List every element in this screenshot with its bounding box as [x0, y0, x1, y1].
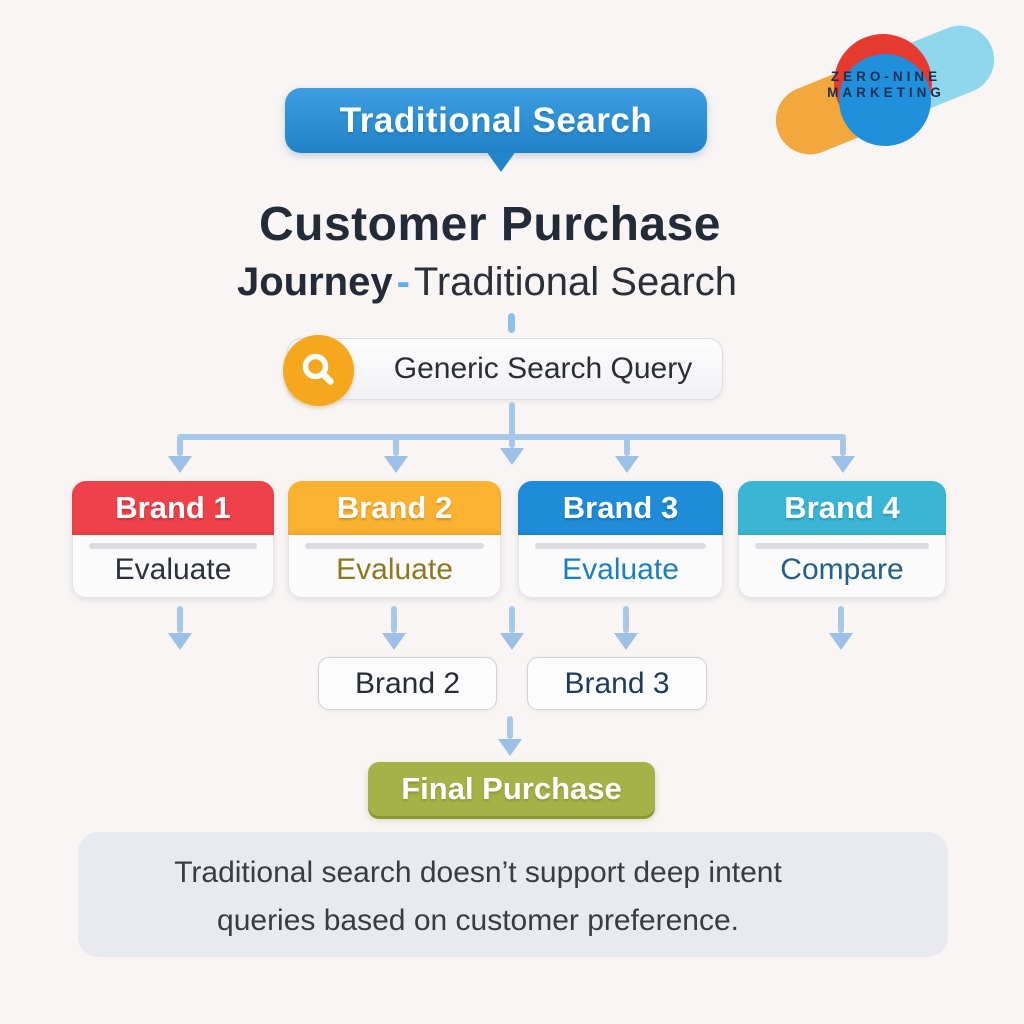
- arrow-from-brand-4: [829, 606, 853, 650]
- connector-title-to-search: [508, 313, 515, 333]
- brand-4-action: Compare: [780, 553, 904, 586]
- arrow-to-brand-3: [615, 436, 639, 473]
- page-title-line-1: Customer Purchase: [259, 198, 721, 251]
- brand-2-card: Brand 2 Evaluate: [288, 481, 501, 598]
- traditional-search-banner: Traditional Search: [285, 88, 707, 153]
- logo-line-1: ZERO-NINE: [830, 69, 942, 84]
- final-purchase-label: Final Purchase: [401, 771, 622, 806]
- brand-2-action: Evaluate: [336, 553, 453, 586]
- shortlist-brand-3-box: Brand 3: [527, 657, 707, 710]
- logo-wordmark: ZERO-NINE MARKETING: [774, 69, 998, 100]
- brand-3-body: Evaluate: [518, 535, 723, 598]
- final-purchase-badge: Final Purchase: [368, 762, 655, 816]
- arrow-from-brand-3: [614, 606, 638, 650]
- brand-1-divider: [89, 543, 257, 549]
- title-separator: -: [396, 260, 410, 304]
- footnote-line-1: Traditional search doesn’t support deep …: [174, 856, 782, 889]
- title-journey: Journey: [236, 260, 393, 304]
- brand-1-header: Brand 1: [72, 481, 274, 535]
- arrow-center-from-search: [500, 402, 524, 465]
- logo-blue-circle: [839, 54, 931, 146]
- footnote-line-2: queries based on customer preference.: [217, 904, 739, 937]
- brand-2-header: Brand 2: [288, 481, 501, 535]
- arrow-from-brand-2: [382, 606, 406, 650]
- shortlist-brand-3-label: Brand 3: [564, 666, 670, 700]
- brand-4-name: Brand 4: [784, 490, 900, 525]
- footnote-panel: Traditional search doesn’t support deep …: [78, 832, 948, 957]
- footnote-text: Traditional search doesn’t support deep …: [78, 849, 878, 945]
- arrow-to-final-purchase: [498, 716, 522, 756]
- brand-4-card: Brand 4 Compare: [738, 481, 946, 598]
- brand-3-action: Evaluate: [562, 553, 679, 586]
- brand-1-card: Brand 1 Evaluate: [72, 481, 274, 598]
- brand-1-name: Brand 1: [115, 490, 231, 525]
- brand-2-body: Evaluate: [288, 535, 501, 598]
- brand-3-header: Brand 3: [518, 481, 723, 535]
- zero-nine-marketing-logo: ZERO-NINE MARKETING: [765, 15, 1005, 168]
- brand-3-divider: [535, 543, 706, 549]
- brand-2-name: Brand 2: [336, 490, 453, 525]
- shortlist-brand-2-box: Brand 2: [318, 657, 497, 710]
- brand-4-header: Brand 4: [738, 481, 946, 535]
- banner-label: Traditional Search: [339, 100, 653, 140]
- magnifier-glyph: [302, 353, 334, 385]
- arrow-to-brand-1: [168, 436, 192, 473]
- generic-search-query-box: Generic Search Query: [283, 335, 723, 406]
- page-title-line-2: Journey-Traditional Search: [0, 260, 974, 305]
- arrow-center-flow: [500, 606, 524, 650]
- brand-1-action: Evaluate: [114, 553, 232, 586]
- title-subtitle: Traditional Search: [413, 260, 738, 304]
- banner-tail: [486, 151, 516, 172]
- brand-4-body: Compare: [738, 535, 946, 598]
- brand-3-name: Brand 3: [562, 490, 679, 525]
- shortlist-brand-2-label: Brand 2: [354, 666, 461, 700]
- search-icon: [283, 335, 354, 406]
- brand-2-divider: [305, 543, 484, 549]
- arrow-to-brand-2: [384, 436, 408, 473]
- logo-line-2: MARKETING: [827, 84, 945, 100]
- arrow-to-brand-4: [831, 436, 855, 473]
- arrow-from-brand-1: [168, 606, 192, 650]
- search-query-text: Generic Search Query: [393, 351, 693, 385]
- brand-4-divider: [755, 543, 929, 549]
- brand-1-body: Evaluate: [72, 535, 274, 598]
- brand-3-card: Brand 3 Evaluate: [518, 481, 723, 598]
